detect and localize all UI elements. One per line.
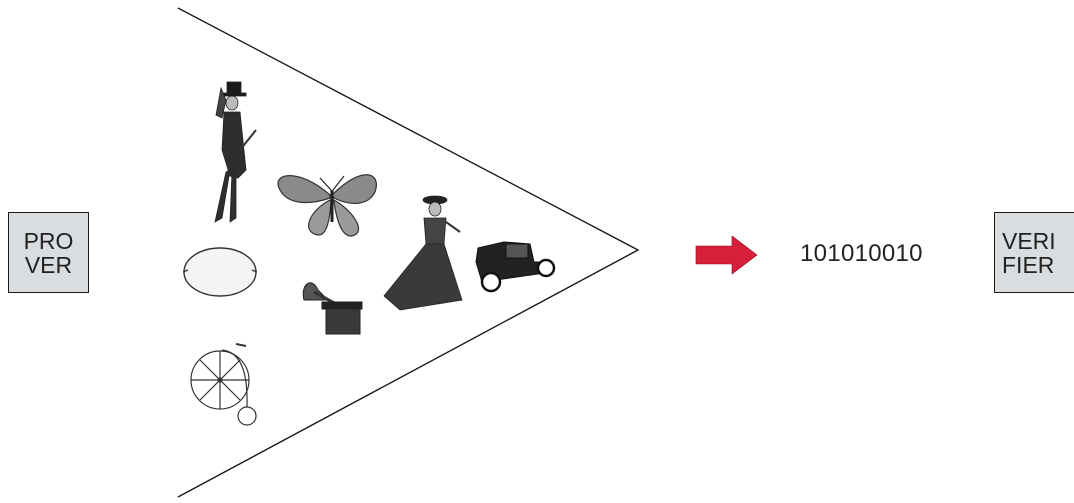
output-bitstring: 101010010 xyxy=(800,240,923,268)
verifier-box: VERI FIER xyxy=(994,212,1074,293)
bicycle-icon xyxy=(191,344,256,425)
funnel-outline xyxy=(178,8,638,497)
verifier-label-line2: FIER xyxy=(1002,253,1054,277)
butterfly-icon xyxy=(278,175,376,236)
verifier-label-line1: VERI xyxy=(1002,229,1056,253)
lady-icon xyxy=(384,196,462,310)
gentleman-icon xyxy=(215,82,256,222)
car-icon xyxy=(476,242,554,291)
arrow-icon xyxy=(696,236,757,274)
gramophone-icon xyxy=(303,283,362,334)
lemon-icon xyxy=(183,248,257,296)
